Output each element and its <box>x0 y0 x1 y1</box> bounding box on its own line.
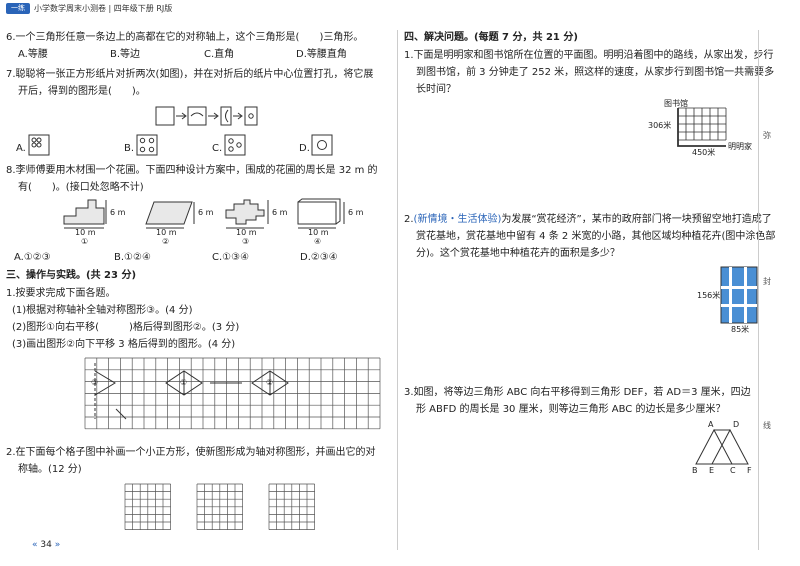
point-a: A <box>708 420 714 429</box>
r-q2-line1: 2.(新情境・生活体验)为发展“赏花经济”，某市的政府部门将一块预留空地打造成了 <box>404 214 772 225</box>
sec3-q1-sub3: (3)画出图形②向下平移 3 格后得到的图形。(4 分) <box>12 339 236 350</box>
q7-option-d-figure <box>311 134 333 156</box>
section3-title: 三、操作与实践。(共 23 分) <box>6 270 137 281</box>
sec3-q1: 1.按要求完成下面各题。 <box>6 288 116 299</box>
point-b: B <box>692 466 698 475</box>
q8-design-label-2: ② <box>162 237 170 246</box>
q8-height-label-1: 6 m <box>110 208 126 217</box>
q6-option-a: A.等腰 <box>18 49 48 60</box>
transform-grid <box>84 357 381 430</box>
flower-height-label: 156米 <box>697 291 721 300</box>
section4-title: 四、解决问题。(每题 7 分，共 21 分) <box>404 32 578 43</box>
q7-option-c-figure <box>224 134 246 156</box>
q8-design-label-1: ① <box>81 237 89 246</box>
flower-width-label: 85米 <box>731 325 750 334</box>
r-q2-line1-text: 为发展“赏花经济”，某市的政府部门将一块预留空地打造成了 <box>501 214 772 225</box>
q8-height-label-2: 6 m <box>198 208 214 217</box>
binding-char-1: 弥 <box>763 131 771 140</box>
triangle-figure <box>695 428 749 465</box>
q6-option-b: B.等边 <box>110 49 141 60</box>
r-q2-line2: 赏花基地，赏花基地中留有 4 条 2 米宽的小路，其他区域均种植花卉(图中涂色部 <box>416 231 776 242</box>
map-grid-figure <box>677 107 727 147</box>
column-divider <box>397 30 398 550</box>
r-q1-line2: 到图书馆，前 3 分钟走了 252 米，照这样的速度，从家步行到图书馆一共需要多 <box>416 67 775 78</box>
q8-option-b: B.①②④ <box>114 252 151 263</box>
r-q1-line1: 1.下面是明明家和图书馆所在位置的平面图。明明沿着图中的路线，从家出发，步行 <box>404 50 774 61</box>
q6-option-c: C.直角 <box>204 49 235 60</box>
r-q2-line3: 分)。这个赏花基地中种植花卉的面积是多少？ <box>416 248 620 259</box>
q8-line1: 8.李师傅要用木材围一个花圃。下面四种设计方案中，围成的花圃的周长是 32 m … <box>6 165 378 176</box>
q6-option-d: D.等腰直角 <box>296 49 347 60</box>
header-badge: 一练 <box>6 3 30 14</box>
point-c: C <box>730 466 736 475</box>
q7-option-b-figure <box>136 134 158 156</box>
q8-height-label-3: 6 m <box>272 208 288 217</box>
q7-option-a: A. <box>16 143 26 154</box>
q7-line2: 开后，得到的图形是( )。 <box>18 86 146 97</box>
sec3-q1-sub1: (1)根据对称轴补全轴对称图形③。(4 分) <box>12 305 193 316</box>
q8-option-c: C.①③④ <box>212 252 250 263</box>
page-number: « 34 » <box>32 540 61 550</box>
sec3-q2-line1: 2.在下面每个格子图中补画一个小正方形，使新图形成为轴对称图形，并画出它的对 <box>6 447 376 458</box>
page-header: 一练 小学数学周末小测卷 | 四年级下册 RJ版 <box>6 2 172 15</box>
q8-design-label-3: ③ <box>242 237 250 246</box>
q8-design-label-4: ④ <box>314 237 322 246</box>
q7-line1: 7.聪聪将一张正方形纸片对折两次(如图)，并在对折后的纸片中心位置打孔，将它展 <box>6 69 374 80</box>
sec3-q1-sub2: (2)图形①向右平移( )格后得到图形②。(3 分) <box>12 322 240 333</box>
q7-folding-figure <box>155 106 258 126</box>
r-q1-line3: 长时间？ <box>416 84 456 95</box>
q8-width-label-3: 10 m <box>236 228 257 237</box>
binding-char-3: 线 <box>763 421 771 430</box>
q8-line2: 有( )。(接口处忽略不计) <box>18 182 144 193</box>
grid-shape-label-3: ③ <box>91 378 99 387</box>
q8-width-label-2: 10 m <box>156 228 177 237</box>
q8-width-label-4: 10 m <box>308 228 329 237</box>
map-width-label: 450米 <box>692 148 716 157</box>
q6-text: 6.一个三角形任意一条边上的高都在它的对称轴上，这个三角形是( )三角形。 <box>6 32 364 43</box>
q7-option-c: C. <box>212 143 223 154</box>
q7-option-d: D. <box>299 143 310 154</box>
q7-option-b: B. <box>124 143 135 154</box>
map-height-label: 306米 <box>648 121 672 130</box>
library-label: 图书馆 <box>664 99 688 108</box>
q8-designs-figure <box>63 198 345 229</box>
point-e: E <box>709 466 715 475</box>
grid-shape-label-2: ② <box>266 378 274 387</box>
grid-shape-label-1: ① <box>180 378 188 387</box>
flower-base-figure <box>720 266 758 324</box>
point-d: D <box>733 420 740 429</box>
q8-option-a: A.①②③ <box>14 252 51 263</box>
sec3-q2-line2: 称轴。(12 分) <box>18 464 82 475</box>
r-q3-line2: 形 ABFD 的周长是 30 厘米，则等边三角形 ABC 的边长是多少厘米？ <box>416 404 726 415</box>
header-title: 小学数学周末小测卷 | 四年级下册 RJ版 <box>34 4 173 13</box>
q8-option-d: D.②③④ <box>300 252 338 263</box>
binding-char-2: 封 <box>763 277 771 286</box>
r-q2-tag: (新情境・生活体验) <box>413 214 502 225</box>
page-number-value: 34 <box>40 540 52 550</box>
q8-height-label-4: 6 m <box>348 208 364 217</box>
q8-width-label-1: 10 m <box>75 228 96 237</box>
home-label: 明明家 <box>728 142 752 151</box>
point-f: F <box>747 466 752 475</box>
binding-line <box>758 30 759 550</box>
symmetry-grids <box>124 483 315 530</box>
q7-option-a-figure <box>28 134 50 156</box>
r-q3-line1: 3.如图，将等边三角形 ABC 向右平移得到三角形 DEF，若 AD＝3 厘米，… <box>404 387 751 398</box>
